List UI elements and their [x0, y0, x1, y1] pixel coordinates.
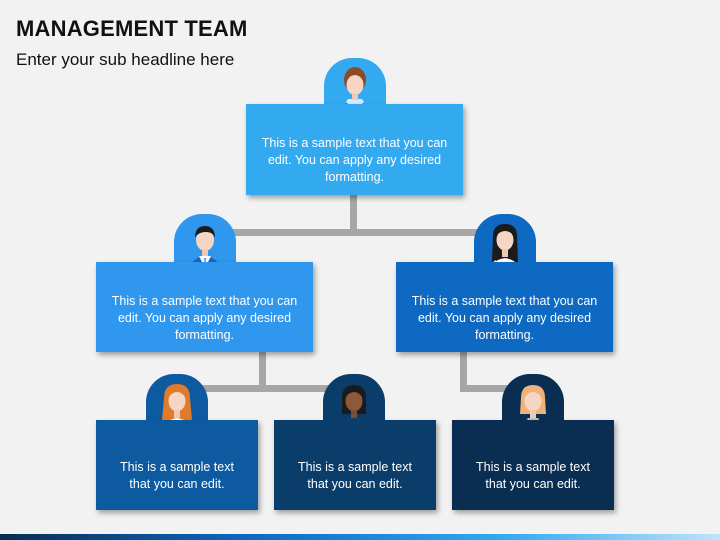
connector-right-vertical	[460, 352, 467, 392]
org-node-bottom-right: This is a sample text that you can edit.	[452, 420, 614, 510]
org-node-mid-left-text: This is a sample text that you can edit.…	[111, 293, 298, 342]
org-node-bottom-right-text: This is a sample text that you can edit.	[476, 460, 590, 491]
connector-right-horizontal	[460, 385, 535, 392]
page-title: MANAGEMENT TEAM	[16, 16, 248, 41]
page-subtitle: Enter your sub headline here	[16, 50, 235, 69]
org-node-bottom-left-text: This is a sample text that you can edit.	[120, 460, 234, 491]
org-node-mid-right-text: This is a sample text that you can edit.…	[411, 293, 598, 342]
org-node-mid-left: This is a sample text that you can edit.…	[96, 262, 313, 352]
org-node-top-text: This is a sample text that you can edit.…	[261, 136, 448, 184]
connector-mid-horizontal	[205, 229, 505, 236]
connector-top-vertical	[350, 194, 357, 232]
org-node-bottom-middle-text: This is a sample text that you can edit.	[298, 460, 412, 491]
org-node-mid-right: This is a sample text that you can edit.…	[396, 262, 613, 352]
org-node-top: This is a sample text that you can edit.…	[246, 104, 463, 195]
connector-left-horizontal	[178, 385, 358, 392]
connector-left-vertical	[259, 352, 266, 392]
footer-accent-bar	[0, 534, 720, 540]
org-node-bottom-middle: This is a sample text that you can edit.	[274, 420, 436, 510]
org-node-bottom-left: This is a sample text that you can edit.	[96, 420, 258, 510]
